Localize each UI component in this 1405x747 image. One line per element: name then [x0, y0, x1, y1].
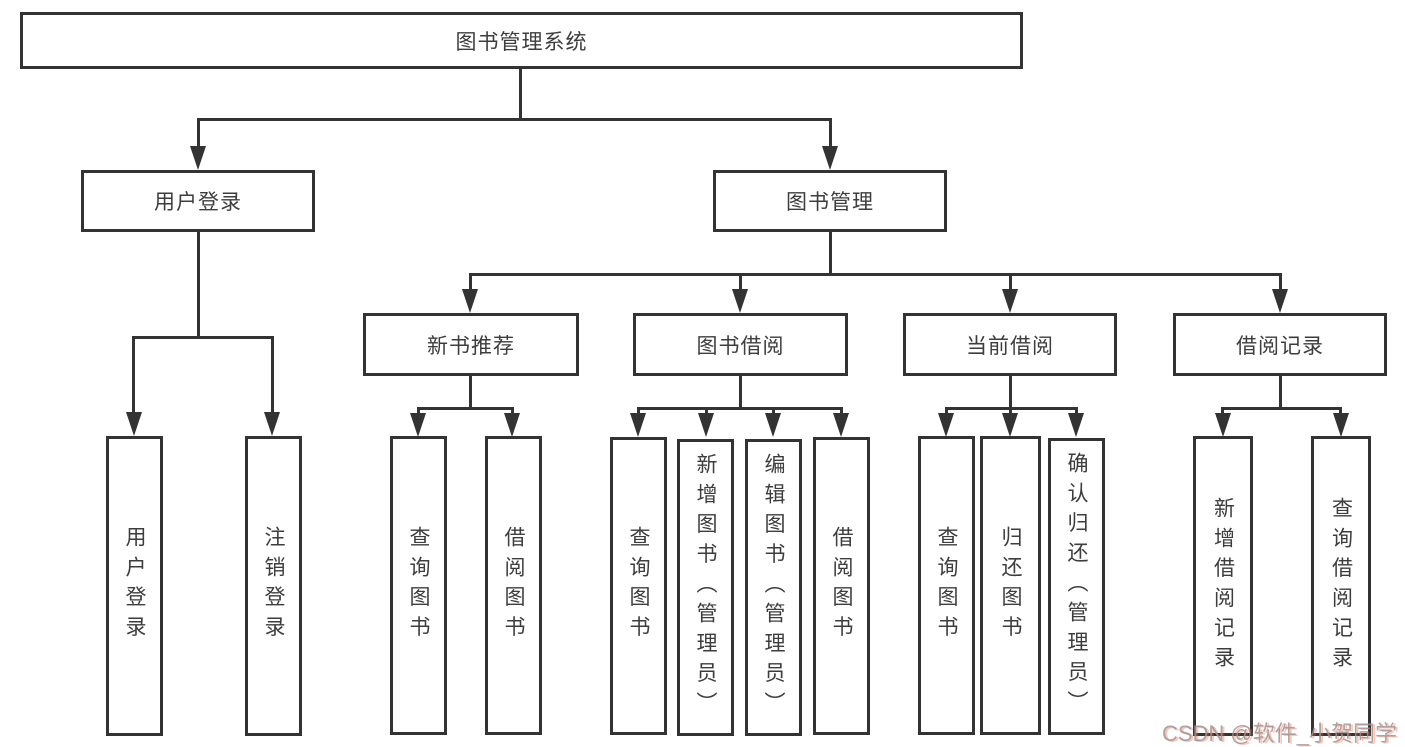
arrowhead-down-icon: [1002, 289, 1018, 313]
node-user-login-label: 用户登录: [154, 191, 242, 214]
edge-userlogin-rail: [132, 336, 274, 339]
node-current-borrow-label: 当前借阅: [966, 334, 1054, 358]
node-root: 图书管理系统: [20, 12, 1023, 69]
arrowhead-down-icon: [410, 413, 426, 437]
node-book-management: 图书管理: [713, 170, 947, 232]
node-user-login: 用户登录: [81, 170, 315, 232]
edge-newbook-drop: [511, 407, 514, 415]
edge-current-drop: [1075, 407, 1078, 415]
node-root-label: 图书管理系统: [455, 30, 588, 54]
arrowhead-down-icon: [1002, 413, 1018, 437]
leaf-query-books-current: 查询图书: [918, 436, 975, 735]
leaf-borrow-books-recommend-label: 借阅图书: [502, 525, 525, 646]
edge-current-drop: [945, 407, 948, 415]
arrowhead-down-icon: [1068, 413, 1084, 437]
leaf-user-login-label: 用户登录: [123, 526, 146, 646]
arrowhead-down-icon: [833, 413, 849, 437]
leaf-add-book-admin: 新增图书（管理员）: [677, 439, 734, 736]
edge-userlogin-drop: [132, 336, 135, 413]
leaf-user-login: 用户登录: [106, 436, 163, 736]
leaf-add-book-admin-label: 新增图书（管理员）: [694, 453, 717, 722]
edge-bookmgmt-trunk: [829, 232, 832, 273]
edge-current-drop: [1009, 407, 1012, 415]
leaf-borrow-books-2: 借阅图书: [813, 437, 870, 735]
node-borrow-records: 借阅记录: [1173, 313, 1387, 376]
leaf-return-books: 归还图书: [980, 436, 1041, 735]
edge-userlogin-trunk: [197, 232, 200, 336]
leaf-query-books-borrow: 查询图书: [610, 437, 667, 735]
arrowhead-down-icon: [504, 413, 520, 437]
node-book-borrow: 图书借阅: [633, 313, 848, 376]
edge-borrow-trunk: [739, 376, 742, 407]
edge-borrow-drop: [637, 407, 640, 415]
arrowhead-down-icon: [264, 412, 280, 436]
csdn-watermark: CSDN @软件_小贺同学: [1161, 721, 1397, 746]
edge-records-trunk: [1279, 376, 1282, 407]
edge-bookmgmt-rail: [469, 273, 1282, 276]
node-new-book-recommend-label: 新书推荐: [427, 334, 515, 358]
edge-root-trunk: [519, 69, 522, 118]
edge-newbook-rail: [417, 407, 514, 410]
leaf-add-borrow-record-label: 新增借阅记录: [1211, 496, 1235, 676]
edge-records-drop: [1221, 407, 1224, 415]
leaf-query-books-current-label: 查询图书: [935, 525, 958, 646]
arrowhead-down-icon: [765, 413, 781, 437]
arrowhead-down-icon: [938, 413, 954, 437]
edge-newbook-drop: [417, 407, 420, 415]
leaf-query-borrow-record: 查询借阅记录: [1311, 436, 1371, 736]
arrowhead-down-icon: [462, 289, 478, 313]
edge-borrow-drop: [840, 407, 843, 415]
arrowhead-down-icon: [1215, 413, 1231, 437]
leaf-logout-login-label: 注销登录: [262, 526, 285, 646]
arrowhead-down-icon: [126, 412, 142, 436]
node-new-book-recommend: 新书推荐: [363, 313, 579, 376]
arrowhead-down-icon: [698, 413, 714, 437]
arrowhead-down-icon: [1333, 413, 1349, 437]
leaf-query-books-borrow-label: 查询图书: [627, 526, 650, 646]
arrowhead-down-icon: [732, 289, 748, 313]
node-current-borrow: 当前借阅: [903, 313, 1117, 376]
leaf-borrow-books-2-label: 借阅图书: [830, 526, 853, 646]
edge-current-trunk: [1009, 376, 1012, 407]
edge-userlogin-drop: [271, 336, 274, 413]
edge-bookmgmt-drop: [1009, 273, 1012, 290]
edge-records-rail: [1221, 407, 1342, 410]
node-borrow-records-label: 借阅记录: [1236, 334, 1324, 358]
edge-root-drop-right: [829, 118, 832, 148]
edge-borrow-drop: [772, 407, 775, 415]
arrowhead-down-icon: [190, 146, 206, 170]
edge-records-drop: [1339, 407, 1342, 415]
leaf-query-borrow-record-label: 查询借阅记录: [1329, 496, 1353, 676]
arrowhead-down-icon: [822, 146, 838, 170]
leaf-query-books-recommend-label: 查询图书: [407, 525, 430, 646]
edge-borrow-rail: [637, 407, 843, 410]
edge-borrow-drop: [705, 407, 708, 415]
leaf-edit-book-admin-label: 编辑图书（管理员）: [762, 453, 785, 722]
leaf-edit-book-admin: 编辑图书（管理员）: [745, 439, 802, 736]
arrowhead-down-icon: [630, 413, 646, 437]
node-book-borrow-label: 图书借阅: [696, 334, 785, 358]
leaf-confirm-return-admin-label: 确认归还（管理员）: [1065, 452, 1088, 721]
edge-newbook-trunk: [469, 376, 472, 407]
leaf-query-books-recommend: 查询图书: [390, 436, 447, 735]
edge-root-rail: [197, 118, 832, 121]
leaf-borrow-books-recommend: 借阅图书: [485, 436, 542, 735]
leaf-logout-login: 注销登录: [245, 436, 302, 736]
edge-root-drop-left: [197, 118, 200, 148]
edge-bookmgmt-drop: [469, 273, 472, 290]
leaf-add-borrow-record: 新增借阅记录: [1193, 436, 1253, 736]
edge-bookmgmt-drop: [1279, 273, 1282, 290]
edge-bookmgmt-drop: [739, 273, 742, 290]
leaf-confirm-return-admin: 确认归还（管理员）: [1048, 438, 1105, 735]
node-book-management-label: 图书管理: [786, 191, 874, 214]
leaf-return-books-label: 归还图书: [999, 525, 1022, 646]
arrowhead-down-icon: [1272, 289, 1288, 313]
